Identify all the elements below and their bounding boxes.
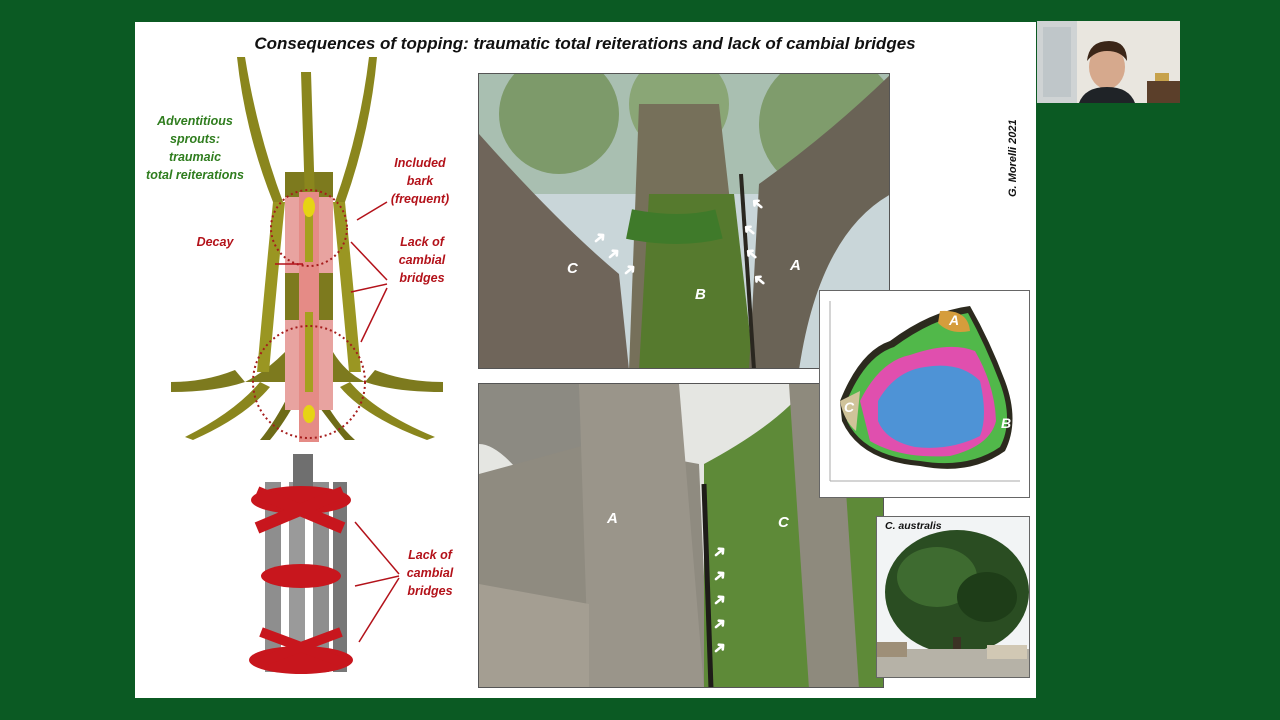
photo-top-letter-b: B	[695, 286, 706, 303]
label-adventitious-sprouts: Adventitious sprouts: traumaic total rei…	[146, 114, 244, 182]
photo-bottom-letter-a: A	[607, 510, 618, 527]
label-decay: Decay	[196, 235, 234, 249]
photo-bottom-letter-c: C	[778, 514, 789, 531]
label-included-bark: Included bark (frequent)	[390, 156, 450, 206]
cambial-bridges-model	[249, 454, 353, 674]
tomogram-letter-a: A	[949, 312, 960, 328]
tomogram-image: A C B	[819, 290, 1030, 498]
author-credit: G. Morelli 2021	[1007, 119, 1019, 197]
topped-tree-diagram	[171, 57, 443, 442]
presentation-slide: Consequences of topping: traumatic total…	[135, 22, 1036, 698]
slide-title: Consequences of topping: traumatic total…	[254, 34, 916, 53]
label-lack-cambial-bottom: Lack of cambial bridges	[406, 548, 454, 598]
species-photo: C. australis	[876, 516, 1030, 678]
tomogram-letter-b: B	[1001, 415, 1012, 431]
photo-top-letter-c: C	[567, 260, 578, 277]
label-lack-cambial-top: Lack of cambial bridges	[398, 235, 446, 285]
tomogram-letter-c: C	[844, 399, 855, 415]
photo-top-letter-a: A	[790, 257, 801, 274]
bridges-arrows	[354, 521, 400, 643]
webcam-thumbnail	[1037, 21, 1180, 103]
species-caption: C. australis	[885, 520, 942, 532]
tree-photo-bottom: A C ➜ ➜ ➜ ➜ ➜	[478, 383, 884, 688]
